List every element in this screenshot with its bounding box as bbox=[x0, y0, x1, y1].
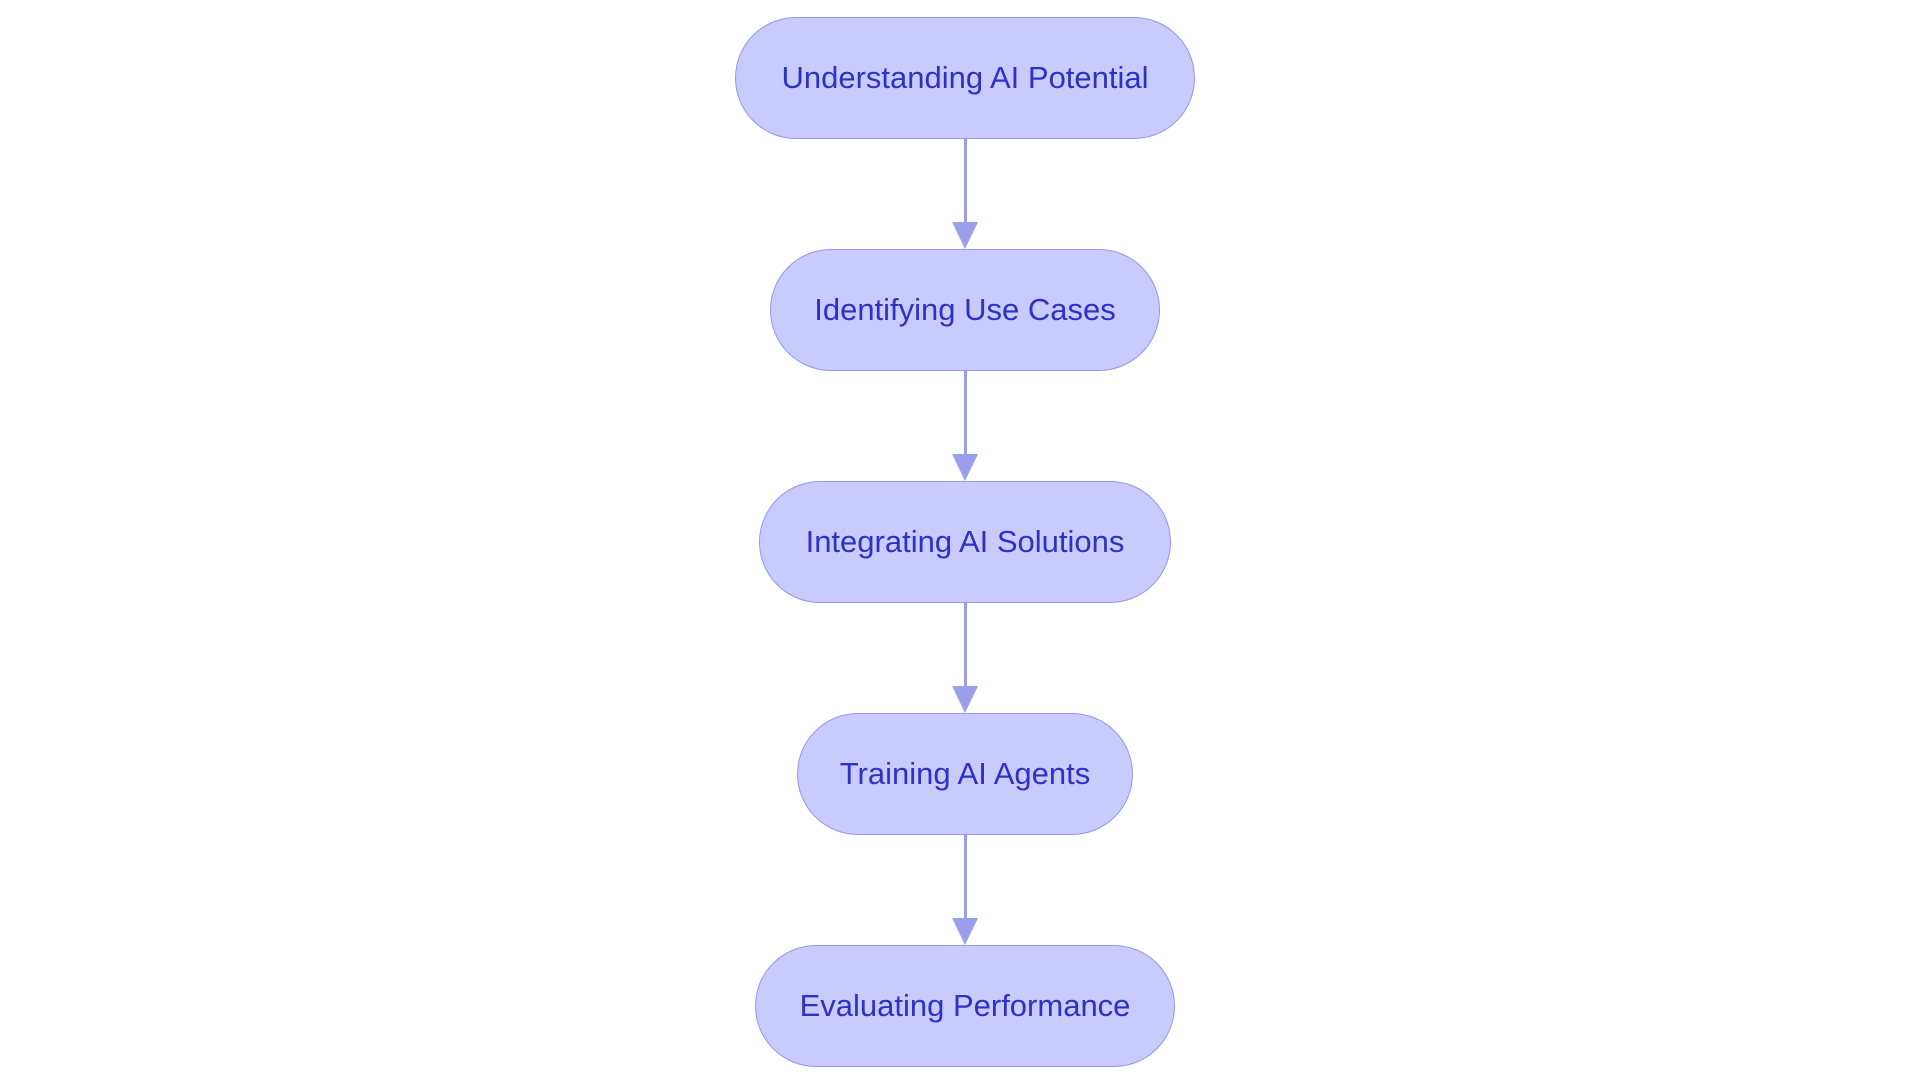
step-training-ai-agents: Training AI Agents bbox=[797, 713, 1133, 835]
step-label: Identifying Use Cases bbox=[814, 292, 1116, 327]
arrow-line bbox=[963, 371, 967, 456]
arrow-line bbox=[963, 603, 967, 688]
arrow-line bbox=[963, 835, 967, 920]
arrow-line bbox=[963, 139, 967, 224]
arrowhead bbox=[952, 686, 978, 713]
step-evaluating-performance: Evaluating Performance bbox=[755, 945, 1175, 1067]
step-label: Integrating AI Solutions bbox=[805, 524, 1125, 559]
step-label: Training AI Agents bbox=[839, 756, 1091, 791]
step-identifying-use-cases: Identifying Use Cases bbox=[770, 249, 1160, 371]
step-label: Understanding AI Potential bbox=[781, 60, 1149, 95]
step-integrating-ai-solutions: Integrating AI Solutions bbox=[759, 481, 1171, 603]
step-label: Evaluating Performance bbox=[799, 988, 1131, 1023]
step-understanding-ai-potential: Understanding AI Potential bbox=[735, 17, 1195, 139]
arrowhead bbox=[952, 222, 978, 249]
arrowhead bbox=[952, 918, 978, 945]
arrowhead bbox=[952, 454, 978, 481]
